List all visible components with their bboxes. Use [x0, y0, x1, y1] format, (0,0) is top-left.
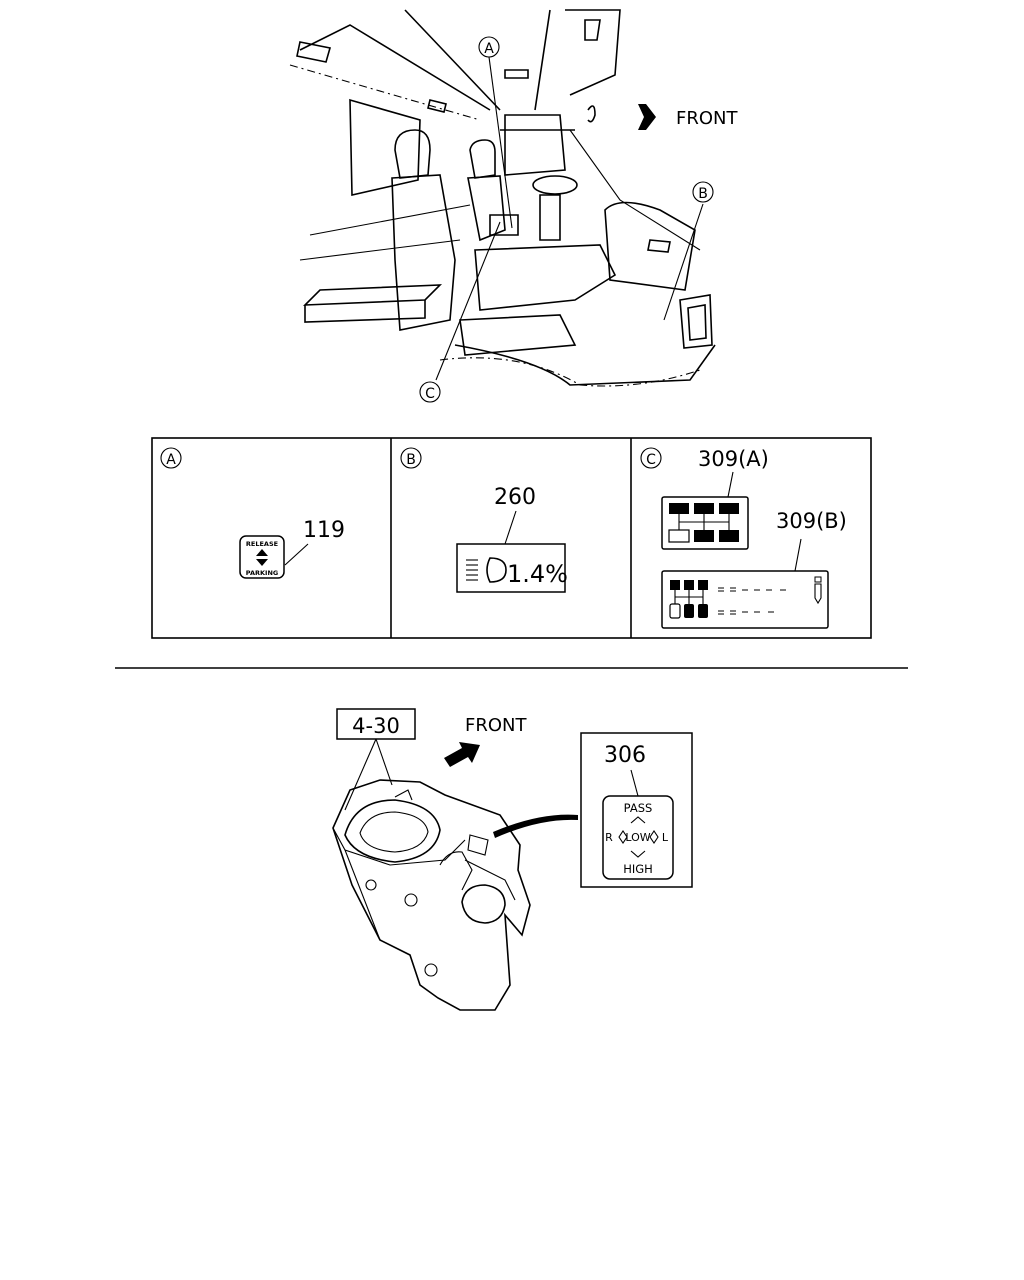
- diamond-left-icon: [618, 830, 628, 844]
- svg-text:L: L: [662, 831, 669, 844]
- svg-text:C: C: [646, 452, 656, 468]
- front-arrow-top: FRONT: [638, 104, 738, 130]
- front-arrow-bottom: FRONT: [444, 715, 527, 767]
- part-number-260: 260: [494, 485, 536, 510]
- pen-icon: [814, 576, 822, 605]
- svg-text:B: B: [698, 186, 708, 202]
- chevron-down-icon: [630, 850, 646, 858]
- arrow-down-icon: [256, 559, 268, 566]
- svg-text:A: A: [484, 41, 494, 57]
- svg-text:LOW: LOW: [625, 831, 650, 844]
- svg-text:A: A: [166, 452, 176, 468]
- switch-panel-309a: [661, 496, 749, 550]
- headlamp-leveling-display: 1.4%: [456, 543, 568, 593]
- callout-c: C: [419, 381, 441, 403]
- svg-text:PASS: PASS: [624, 801, 653, 815]
- light-switch-label-306: 306 PASS R LOW L HIGH: [580, 732, 693, 888]
- part-number-306: 306: [604, 743, 646, 768]
- svg-text:RELEASE: RELEASE: [246, 540, 278, 548]
- section-reference-box: 4-30: [336, 708, 416, 811]
- part-number-119: 119: [303, 518, 345, 543]
- panel-b: B 260 1.4%: [400, 447, 568, 593]
- svg-text:FRONT: FRONT: [676, 108, 738, 129]
- combination-switch-assembly: [332, 779, 578, 1011]
- callout-b: B: [692, 181, 714, 203]
- svg-text:B: B: [406, 452, 416, 468]
- svg-text:C: C: [425, 386, 435, 402]
- headlamp-beam-icon: [466, 557, 507, 583]
- display-panel-309b: [661, 570, 829, 629]
- panel-a: A 119 RELEASE PARKING: [160, 447, 345, 579]
- arrow-up-icon: [256, 549, 268, 556]
- release-parking-label: RELEASE PARKING: [239, 535, 285, 579]
- cab-interior-illustration: [289, 9, 716, 387]
- diamond-right-icon: [649, 830, 659, 844]
- panel-c: C 309(A) 309(B): [640, 447, 847, 629]
- svg-text:R: R: [605, 831, 613, 844]
- detail-panels-table: [151, 437, 872, 639]
- svg-text:4-30: 4-30: [352, 714, 400, 738]
- level-value: 1.4%: [507, 560, 568, 588]
- svg-text:FRONT: FRONT: [465, 715, 527, 736]
- part-number-309b: 309(B): [776, 509, 847, 533]
- svg-text:HIGH: HIGH: [623, 862, 653, 876]
- chevron-up-icon: [630, 816, 646, 824]
- callout-a: A: [478, 36, 500, 58]
- svg-text:PARKING: PARKING: [246, 569, 278, 577]
- part-number-309a: 309(A): [698, 447, 769, 471]
